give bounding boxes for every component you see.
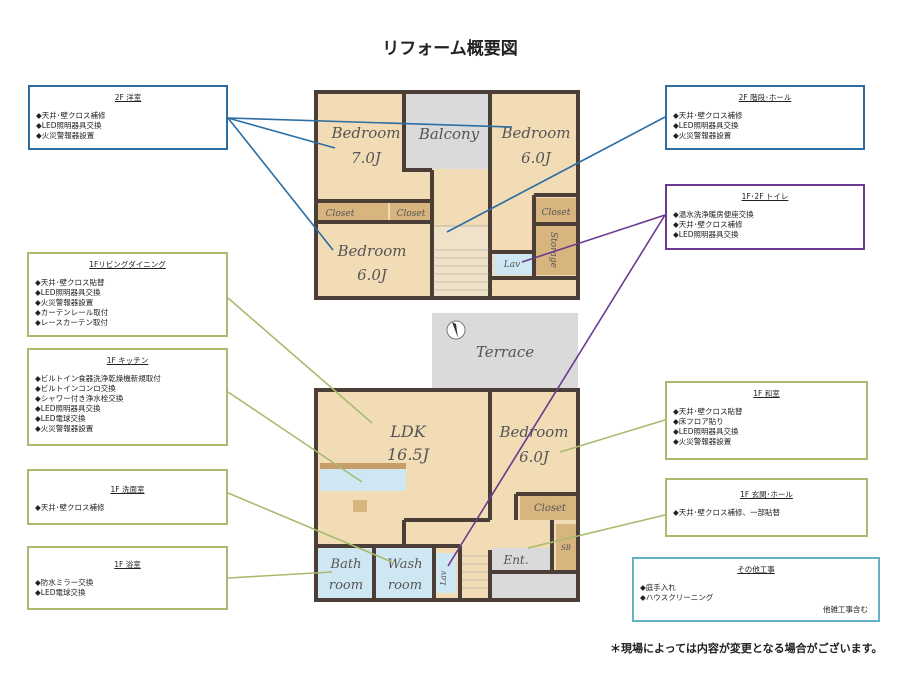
note-heading: 1F･2F トイレ xyxy=(741,192,789,201)
room-size: 6.0J xyxy=(519,448,550,466)
note-item: ビルトインコンロ交換 xyxy=(35,384,220,394)
room-label: room xyxy=(329,578,363,593)
note-heading: 1F キッチン xyxy=(106,356,149,365)
note-item: 火災警報器設置 xyxy=(35,424,220,434)
room-label: Terrace xyxy=(476,343,534,361)
note-heading: 1F 玄関･ホール xyxy=(740,490,793,499)
note-heading: 1F 洗面室 xyxy=(110,485,145,494)
note-item: 天井･壁クロス貼替 xyxy=(673,407,860,417)
note-heading: 2F 階段･ホール xyxy=(738,93,792,102)
note-item: 天井･壁クロス補修 xyxy=(673,220,857,230)
balcony xyxy=(404,94,490,169)
note-item: ビルトイン食器洗浄乾燥機新規取付 xyxy=(35,374,220,384)
room-label: Closet xyxy=(534,503,567,514)
note-item: カーテンレール取付 xyxy=(35,308,220,318)
note-1f-washroom: 1F 洗面室 天井･壁クロス補修 xyxy=(27,469,228,525)
disclaimer: ＊現場によっては内容が変更となる場合がございます。 xyxy=(610,642,883,655)
note-heading: 1F 浴室 xyxy=(114,560,141,569)
note-1f-entrance: 1F 玄関･ホール 天井･壁クロス補修、一部貼替 xyxy=(665,478,868,537)
note-item: LED照明器具交換 xyxy=(673,427,860,437)
note-1f-japanese-room: 1F 和室 天井･壁クロス貼替 床フロア貼り LED照明器具交換 火災警報器設置 xyxy=(665,381,868,460)
note-item: LED照明器具交換 xyxy=(35,404,220,414)
room-label: Bedroom xyxy=(337,242,407,260)
room-label: Bedroom xyxy=(501,124,571,142)
leader-lines xyxy=(227,116,666,579)
note-1f-kitchen: 1F キッチン ビルトイン食器洗浄乾燥機新規取付 ビルトインコンロ交換 シャワー… xyxy=(27,348,228,446)
note-item: レースカーテン取付 xyxy=(35,318,220,328)
room-size: 6.0J xyxy=(521,149,552,167)
note-item: 天井･壁クロス補修 xyxy=(36,111,220,121)
note-item: 床フロア貼り xyxy=(673,417,860,427)
note-item: 庭手入れ xyxy=(640,583,872,593)
note-item: 温水洗浄暖房便座交換 xyxy=(673,210,857,220)
room-size: 7.0J xyxy=(351,149,382,167)
note-2f-stairs: 2F 階段･ホール 天井･壁クロス補修 LED照明器具交換 火災警報器設置 xyxy=(665,85,865,150)
room-size: 6.0J xyxy=(357,266,388,284)
note-heading: 1Fリビングダイニング xyxy=(89,260,166,269)
note-heading: 2F 洋室 xyxy=(114,93,142,102)
note-item: 天井･壁クロス補修、一部貼替 xyxy=(673,508,860,518)
room-label: SB xyxy=(561,544,571,552)
note-item: LED電球交換 xyxy=(35,414,220,424)
room-label: room xyxy=(388,578,422,593)
note-item: 火災警報器設置 xyxy=(673,131,857,141)
note-heading: 1F 和室 xyxy=(753,389,780,398)
note-2f-bedroom: 2F 洋室 天井･壁クロス補修 LED照明器具交換 火災警報器設置 xyxy=(28,85,228,150)
note-toilet: 1F･2F トイレ 温水洗浄暖房便座交換 天井･壁クロス補修 LED照明器具交換 xyxy=(665,184,865,250)
note-item: 火災警報器設置 xyxy=(673,437,860,447)
room-label: Bedroom xyxy=(499,423,569,441)
note-1f-bath: 1F 浴室 防水ミラー交換 LED電球交換 xyxy=(27,546,228,610)
room-label: LDK xyxy=(389,422,426,441)
note-item: 火災警報器設置 xyxy=(36,131,220,141)
room-size: 16.5J xyxy=(387,445,431,464)
note-1f-living: 1Fリビングダイニング 天井･壁クロス貼替 LED照明器具交換 火災警報器設置 … xyxy=(27,252,228,337)
note-item: LED照明器具交換 xyxy=(673,121,857,131)
note-item: 天井･壁クロス補修 xyxy=(35,503,220,513)
note-item: LED電球交換 xyxy=(35,588,220,598)
floor-2f xyxy=(314,90,580,300)
kitchen-counter xyxy=(320,469,406,491)
room-label: Closet xyxy=(397,209,426,219)
note-item: シャワー付き浄水栓交換 xyxy=(35,394,220,404)
note-item: 天井･壁クロス補修 xyxy=(673,111,857,121)
note-remark: 他雑工事含む xyxy=(823,605,868,614)
page-title: リフォーム概要図 xyxy=(382,39,518,59)
note-item: LED照明器具交換 xyxy=(673,230,857,240)
note-heading: その他工事 xyxy=(737,565,775,574)
room-label: Ent. xyxy=(502,553,528,567)
note-item: 防水ミラー交換 xyxy=(35,578,220,588)
note-item: 火災警報器設置 xyxy=(35,298,220,308)
note-item: LED照明器具交換 xyxy=(35,288,220,298)
note-other-work: その他工事 庭手入れ ハウスクリーニング 他雑工事含む xyxy=(632,557,880,622)
note-item: ハウスクリーニング xyxy=(640,593,872,603)
room-label: Lav xyxy=(503,260,520,270)
room-label: Wash xyxy=(387,557,422,572)
room-label: Lav xyxy=(439,570,448,586)
room-label: Storage xyxy=(548,232,558,268)
note-item: 天井･壁クロス貼替 xyxy=(35,278,220,288)
room-label: Closet xyxy=(326,209,355,219)
room-label: Balcony xyxy=(418,125,480,143)
note-item: LED照明器具交換 xyxy=(36,121,220,131)
room-label: Bath xyxy=(330,557,362,572)
room-label: Closet xyxy=(542,208,571,218)
room-label: Bedroom xyxy=(331,124,401,142)
